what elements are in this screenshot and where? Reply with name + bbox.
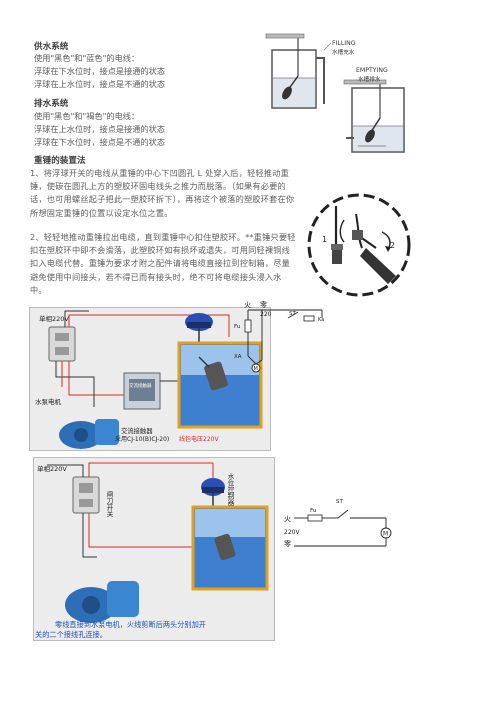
- emptying-label: EMPTYING: [356, 67, 388, 74]
- d1-contactor-box-label: 交流接触器: [129, 382, 152, 389]
- emptying-tank: [343, 79, 405, 153]
- schematic-1: 火 零 220 Fu ST Ka XA M: [234, 301, 324, 373]
- supply-wires: 使用"黑色"和"蓝色"的电线：: [34, 53, 140, 63]
- wiring-diagram-1: 单相220V 交流接触器 水泵电机 交流接触器 采用CJ-10(B)CJ-20)…: [35, 310, 263, 449]
- schematic-2: 火 220V 零 Fu ST M: [284, 499, 392, 548]
- drain-lower: 浮球在下水位时，接点是不通的状态: [34, 137, 166, 147]
- d2-level-switch-label: 水位控制器: [226, 472, 234, 507]
- emptying-cn-label: 水槽排水: [358, 75, 381, 83]
- d2-power-label: 单相220V: [37, 464, 67, 473]
- s2-220v: 220V: [284, 529, 300, 536]
- d1-power-label: 单相220V: [39, 314, 69, 323]
- d2-knife-switch: [72, 476, 100, 514]
- weight-num-2: 2: [390, 241, 395, 250]
- s1-zero: 零: [260, 301, 267, 309]
- d1-coil-voltage: 线包电压220V: [179, 435, 219, 443]
- wiring-diagram-2: 单相220V 闸刀开关 水位控制器 零线直接到水泵电机，火线剪断后两头分别加开 …: [35, 462, 269, 639]
- filling-cn-label: 水槽充水: [332, 48, 355, 56]
- supply-lower: 浮球在下水位时，接点是接通的状态: [34, 66, 166, 76]
- d2-switch-label: 闸刀开关: [105, 491, 113, 519]
- d1-breaker: [48, 326, 76, 362]
- d2-caption-1: 零线直接到水泵电机，火线剪断后两头分别加开: [55, 620, 206, 629]
- supply-heading: 供水系统: [34, 42, 69, 52]
- drain-upper: 浮球在上水位时，接点是接通的状态: [34, 124, 166, 134]
- s2-m: M: [383, 531, 388, 538]
- tank-figure: FILLING 水槽充水 EMPTYING 水槽排水: [265, 33, 405, 153]
- drain-wires: 使用"黑色"和"褐色"的电线：: [34, 111, 140, 121]
- s2-fu: Fu: [310, 508, 316, 514]
- s1-220: 220: [260, 311, 272, 318]
- s2-fire: 火: [284, 515, 291, 523]
- drain-heading: 排水系统: [34, 99, 69, 109]
- s1-xa: XA: [234, 354, 242, 360]
- d1-contactor-label: 交流接触器: [121, 426, 153, 435]
- weight-figure: 1 2: [307, 193, 411, 297]
- weight-heading: 重锤的装置法: [34, 156, 86, 166]
- d1-pump-label: 水泵电机: [35, 397, 62, 406]
- d1-model: 采用CJ-10(B)CJ-20): [115, 435, 169, 443]
- filling-tank: [265, 33, 325, 109]
- s1-fu: Fu: [234, 324, 240, 330]
- s2-st: ST: [336, 499, 343, 505]
- s2-zero: 零: [284, 540, 291, 548]
- supply-upper: 浮球在上水位时，接点是不通的状态: [34, 79, 166, 89]
- s1-m: M: [254, 366, 258, 372]
- filling-label: FILLING: [332, 40, 356, 47]
- d2-caption-2: 关的二个接线孔连接。: [35, 630, 107, 639]
- s1-st: ST: [289, 311, 296, 317]
- weight-step-1: 1、将浮球开关的电线从重锤的中心下凹圆孔 L 处穿入后，轻轻推动重锤，使碳在圆孔…: [30, 168, 295, 218]
- weight-step-2: 2、轻轻地推动重锤拉出电缆，直到重锤中心扣住塑胶环。**重锤只要轻扣在塑胶环中即…: [30, 232, 296, 295]
- s1-ka: Ka: [318, 317, 324, 323]
- s1-fire: 火: [244, 301, 251, 309]
- weight-num-1: 1: [322, 235, 327, 244]
